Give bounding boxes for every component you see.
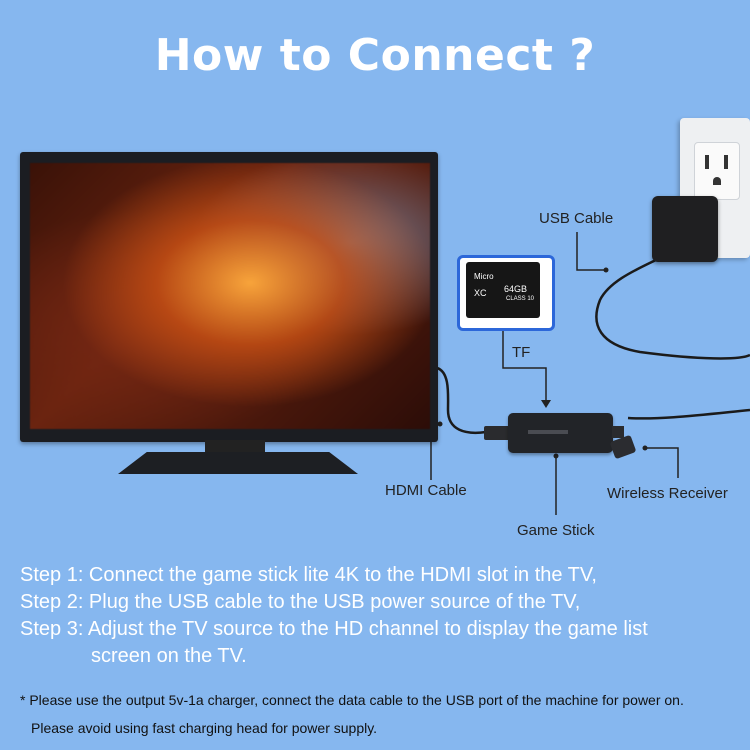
step-3-continued: screen on the TV.: [91, 645, 247, 667]
step-3: Step 3: Adjust the TV source to the HD c…: [20, 618, 648, 640]
game-stick-device: [508, 413, 613, 453]
hdmi-cable-wire: [436, 366, 487, 434]
tf-card: Micro 64GB CLASS 10 XC: [466, 262, 540, 318]
receiver-leader-dot: [642, 445, 648, 451]
step-1: Step 1: Connect the game stick lite 4K t…: [20, 564, 597, 586]
step-2: Step 2: Plug the USB cable to the USB po…: [20, 591, 581, 613]
game-stick-label: Game Stick: [517, 522, 595, 539]
tf-card-size: 64GB: [504, 284, 528, 294]
tf-leader: [502, 330, 547, 402]
outlet-slot-left: [705, 155, 709, 169]
wireless-receiver-label: Wireless Receiver: [607, 485, 728, 502]
tv-screen-image: [30, 163, 430, 429]
tv-stand-base: [118, 452, 358, 474]
note-fast-charging: Please avoid using fast charging head fo…: [31, 720, 378, 736]
tf-arrow-icon: [541, 400, 551, 408]
note-charger: * Please use the output 5v-1a charger, c…: [20, 692, 684, 708]
receiver-leader: [645, 447, 679, 478]
game-stick-logo: [528, 430, 568, 434]
usb-cable-wire: [595, 256, 750, 360]
usb-cable-wire-2: [627, 408, 750, 420]
game-stick-leader-dot: [553, 453, 559, 459]
usb-charger-icon: [652, 196, 718, 262]
tf-card-class: CLASS 10: [506, 296, 535, 302]
hdmi-plug: [484, 426, 510, 440]
usb-cable-leader: [576, 232, 606, 271]
usb-cable-leader-dot: [603, 267, 609, 273]
outlet-slot-right: [724, 155, 728, 169]
power-outlet-icon: [694, 142, 740, 200]
tf-card-brand: Micro: [474, 272, 494, 281]
hdmi-leader-dot: [437, 421, 443, 427]
hdmi-cable-label: HDMI Cable: [385, 482, 467, 499]
page-title: How to Connect ?: [154, 30, 596, 81]
tf-label: TF: [512, 344, 531, 361]
usb-cable-label: USB Cable: [539, 210, 614, 227]
outlet-ground: [713, 177, 721, 185]
usb-port: [612, 426, 624, 438]
tf-card-xc: XC: [474, 288, 487, 298]
